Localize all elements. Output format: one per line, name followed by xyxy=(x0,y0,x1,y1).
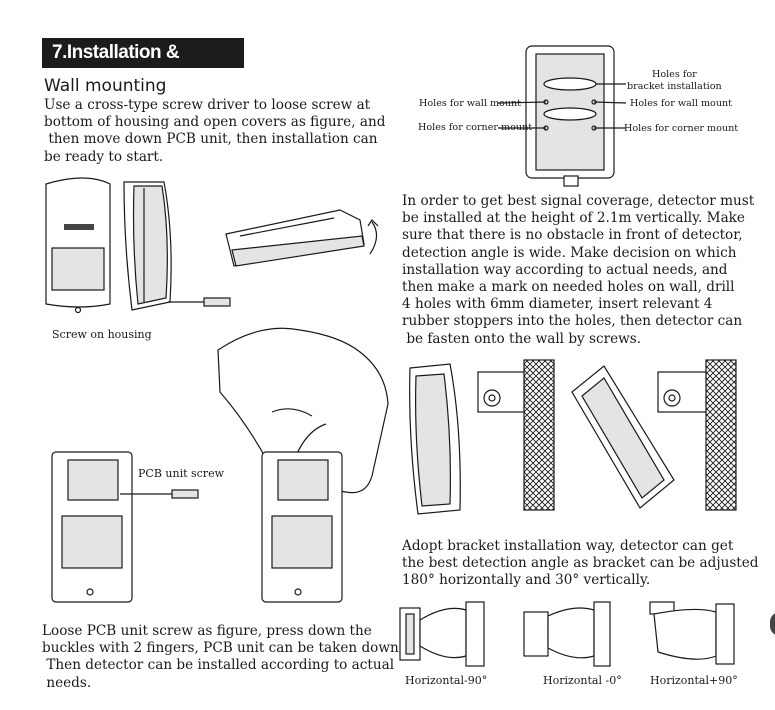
bracket-angle-left xyxy=(399,601,485,667)
coverage-line: rubber stoppers into the holes, then det… xyxy=(402,313,743,330)
bracket-angle-right xyxy=(649,601,735,665)
coverage-line: be fasten onto the wall by screws. xyxy=(402,330,642,347)
back-wall-label-left: Holes for wall mount xyxy=(419,98,522,109)
bracket-paragraph: Adopt bracket installation way, detector… xyxy=(402,538,759,590)
coverage-line: be installed at the height of 2.1m verti… xyxy=(402,210,745,227)
pcb-line: Then detector can be installed according… xyxy=(42,657,395,674)
opening-cover-figure xyxy=(225,209,379,267)
back-panel-figure xyxy=(497,45,627,187)
screw-caption: Screw on housing xyxy=(52,328,152,341)
intro-line: Use a cross-type screw driver to loose s… xyxy=(44,97,371,113)
wall-mounting-heading: Wall mounting xyxy=(44,76,167,96)
pcb-line: needs. xyxy=(42,674,92,691)
pcb-line: Loose PCB unit screw as figure, press do… xyxy=(42,623,372,639)
intro-line: then move down PCB unit, then installati… xyxy=(44,131,378,148)
pcb-paragraph: Loose PCB unit screw as figure, press do… xyxy=(42,623,403,692)
bracket-caption-left: Horizontal-90° xyxy=(405,674,488,687)
bracket-caption-right: Horizontal+90° xyxy=(650,674,738,687)
coverage-line: detection angle is wide. Make decision o… xyxy=(402,244,737,261)
pcb-removal-figure xyxy=(51,327,389,603)
bracket-caption-center: Horizontal -0° xyxy=(543,674,622,687)
bracket-mount-figure xyxy=(409,359,737,515)
coverage-line: In order to get best signal coverage, de… xyxy=(402,193,755,209)
page-edge-mark xyxy=(770,612,775,636)
section-title: 7.Installation & Bracket xyxy=(42,38,244,93)
back-bracket-label: Holes for bracket installation xyxy=(627,69,722,92)
coverage-paragraph: In order to get best signal coverage, de… xyxy=(402,193,754,348)
pcb-screw-label: PCB unit screw xyxy=(138,467,224,480)
coverage-line: installation way according to actual nee… xyxy=(402,261,728,278)
bracket-line: 180° horizontally and 30° vertically. xyxy=(402,572,651,589)
back-corner-label-right: Holes for corner mount xyxy=(624,123,739,134)
intro-line: be ready to start. xyxy=(44,148,164,165)
wall-mounting-intro: Use a cross-type screw driver to loose s… xyxy=(44,97,385,166)
coverage-line: sure that there is no obstacle in front … xyxy=(402,227,743,244)
intro-line: bottom of housing and open covers as fig… xyxy=(44,114,386,131)
back-wall-label-right: Holes for wall mount xyxy=(630,98,733,109)
pcb-line: buckles with 2 fingers, PCB unit can be … xyxy=(42,640,404,657)
back-corner-label-left: Holes for corner mount xyxy=(418,122,533,133)
bracket-line: the best detection angle as bracket can … xyxy=(402,555,759,572)
coverage-line: 4 holes with 6mm diameter, insert releva… xyxy=(402,296,713,313)
bracket-line: Adopt bracket installation way, detector… xyxy=(402,538,734,554)
bracket-angle-center xyxy=(523,601,611,667)
detector-front-side-figure xyxy=(45,177,231,314)
coverage-line: then make a mark on needed holes on wall… xyxy=(402,279,735,296)
